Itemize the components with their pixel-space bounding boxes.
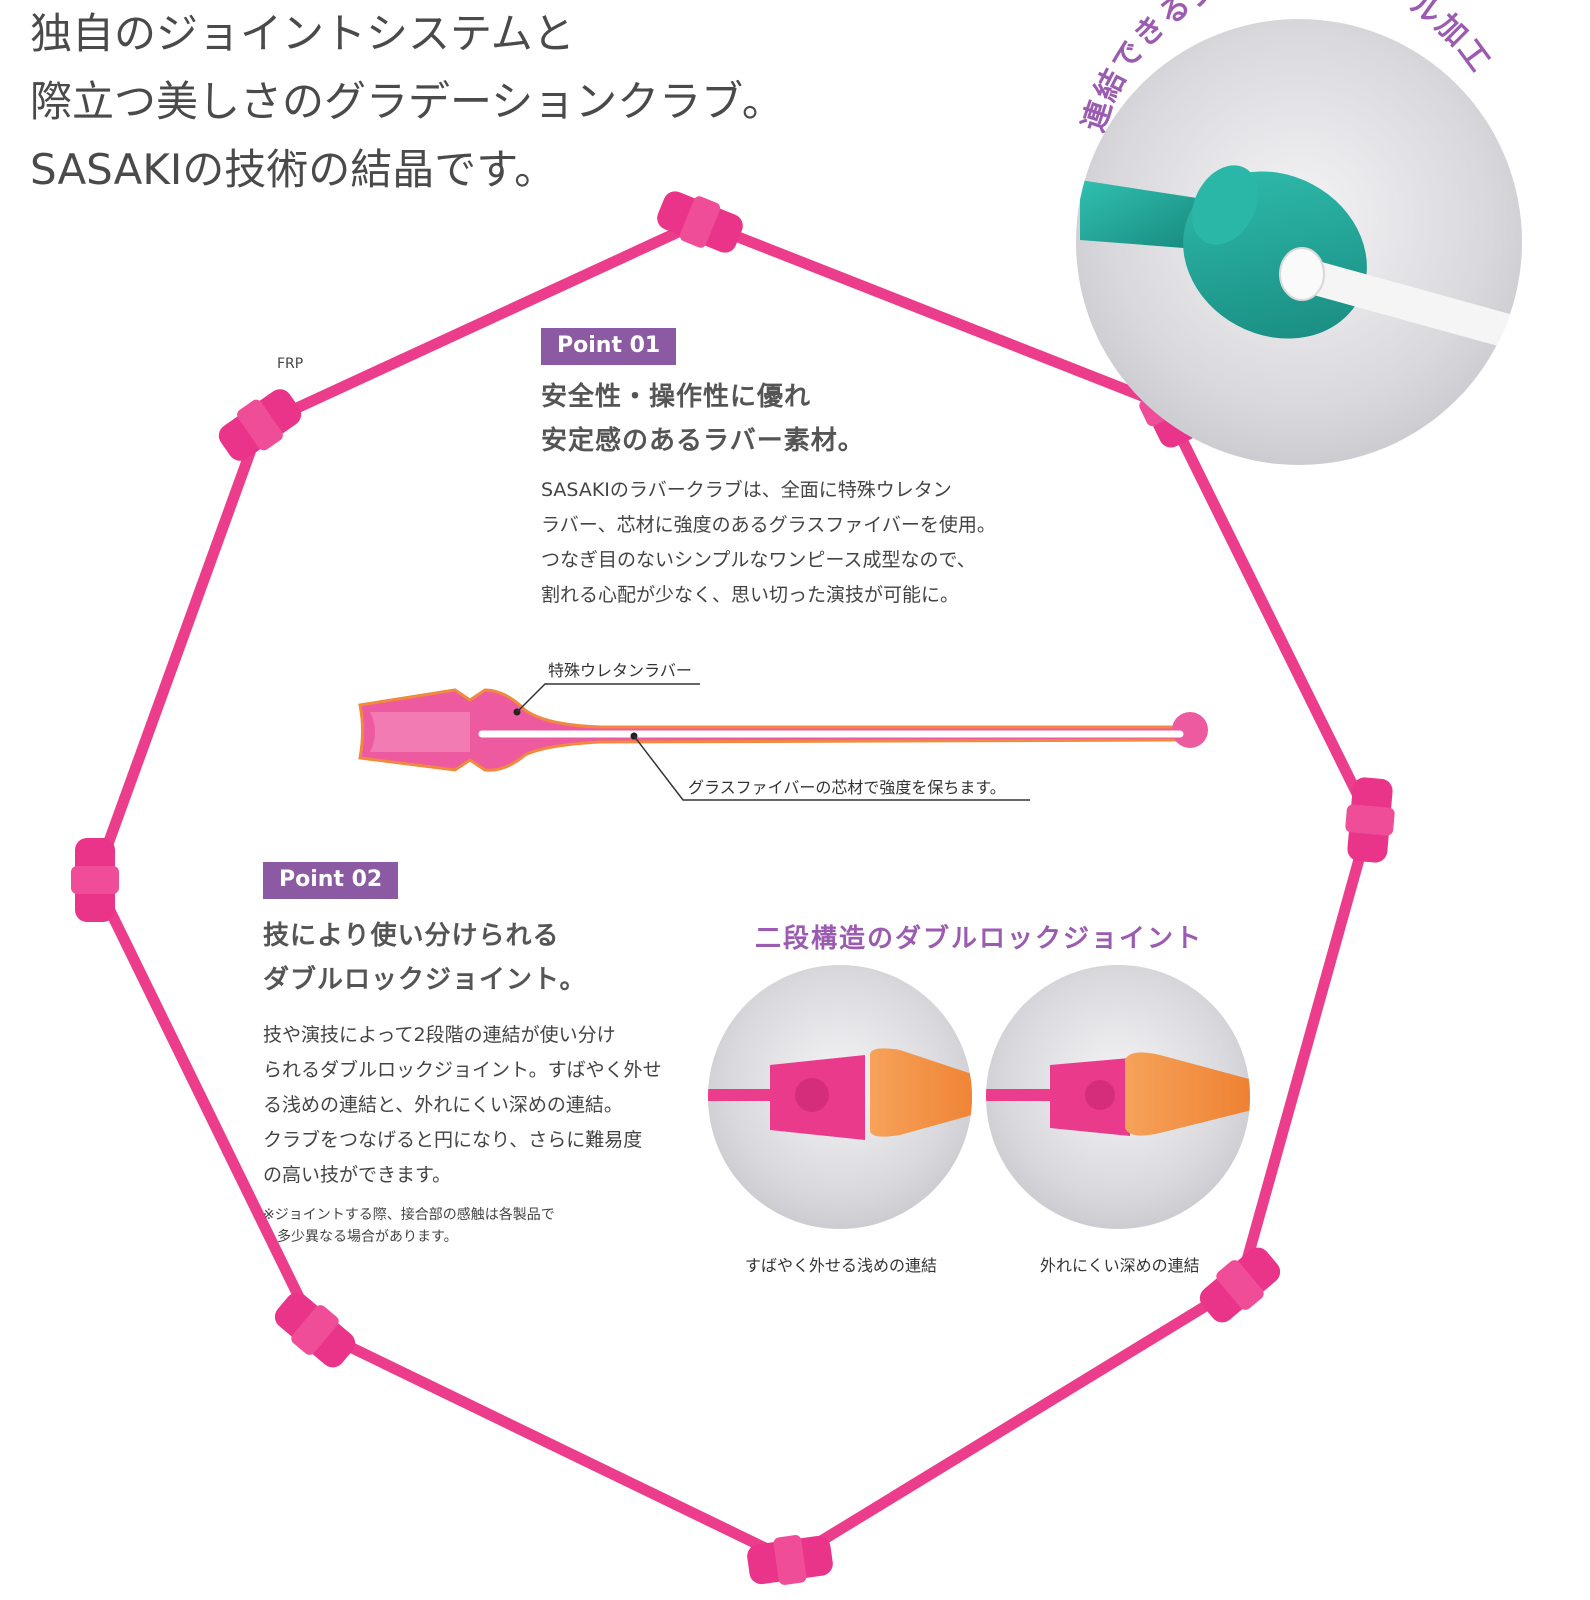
point2-body-line: クラブをつなげると円になり、さらに難易度 (263, 1129, 643, 1151)
headline: 独自のジョイントシステムと 際立つ美しさのグラデーションクラブ。 SASAKIの… (30, 0, 784, 204)
point1-title: 安全性・操作性に優れ 安定感のあるラバー素材。 (541, 375, 865, 463)
double-lock-title: 二段構造のダブルロックジョイント (755, 924, 1204, 954)
point1-body-line: SASAKIのラバークラブは、全面に特殊ウレタン (541, 479, 952, 501)
point1-body: SASAKIのラバークラブは、全面に特殊ウレタン ラバー、芯材に強度のあるグラス… (541, 473, 996, 613)
frp-label: FRP (277, 356, 304, 372)
shallow-lock-caption: すばやく外せる浅めの連結 (745, 1256, 938, 1275)
joint-hole-photo (1076, 19, 1522, 465)
point2-body: 技や演技によって2段階の連結が使い分け られるダブルロックジョイント。すばやく外… (263, 1018, 662, 1193)
ring-joint (1199, 1247, 1281, 1323)
shallow-lock-photo (708, 965, 972, 1229)
point2-note: ※ジョイントする際、接合部の感触は各製品で 多少異なる場合があります。 (263, 1204, 555, 1248)
club-cross-section (358, 683, 1208, 801)
point1-title-line: 安定感のあるラバー素材。 (541, 426, 865, 456)
ring-joint (1345, 777, 1395, 863)
fiber-callout: グラスファイバーの芯材で強度を保ちます。 (688, 778, 1006, 797)
ring-joint (657, 191, 743, 253)
ring-joint (747, 1535, 833, 1585)
ring-joint (71, 838, 119, 922)
headline-line: 独自のジョイントシステムと (30, 9, 575, 58)
point1-body-line: 割れる心配が少なく、思い切った演技が可能に。 (541, 584, 960, 606)
point2-title: 技により使い分けられる ダブルロックジョイント。 (263, 914, 586, 1002)
headline-line: 際立つ美しさのグラデーションクラブ。 (30, 77, 784, 126)
point1-badge: Point 01 (541, 328, 677, 365)
point2-body-line: られるダブルロックジョイント。すばやく外せ (263, 1059, 662, 1081)
point1-body-line: つなぎ目のないシンプルなワンピース成型なので、 (541, 549, 976, 571)
point2-body-line: の高い技ができます。 (263, 1164, 452, 1186)
point1-title-line: 安全性・操作性に優れ (541, 382, 812, 412)
point2-title-line: ダブルロックジョイント。 (263, 965, 587, 995)
club-ring (71, 191, 1395, 1585)
deep-lock-caption: 外れにくい深めの連結 (1040, 1256, 1200, 1275)
point2-body-line: る浅めの連結と、外れにくい深めの連結。 (263, 1094, 623, 1116)
point2-title-line: 技により使い分けられる (263, 921, 560, 951)
point2-badge: Point 02 (263, 862, 399, 899)
point2-note-line: ※ジョイントする際、接合部の感触は各製品で (263, 1207, 555, 1223)
point2-note-line: 多少異なる場合があります。 (263, 1229, 458, 1245)
ring-joint (274, 1292, 356, 1368)
point1-body-line: ラバー、芯材に強度のあるグラスファイバーを使用。 (541, 514, 996, 536)
point2-body-line: 技や演技によって2段階の連結が使い分け (263, 1024, 616, 1046)
deep-lock-photo (986, 965, 1250, 1229)
headline-line: SASAKIの技術の結晶です。 (30, 145, 557, 194)
rubber-callout: 特殊ウレタンラバー (548, 661, 692, 680)
ring-joint (218, 389, 302, 461)
